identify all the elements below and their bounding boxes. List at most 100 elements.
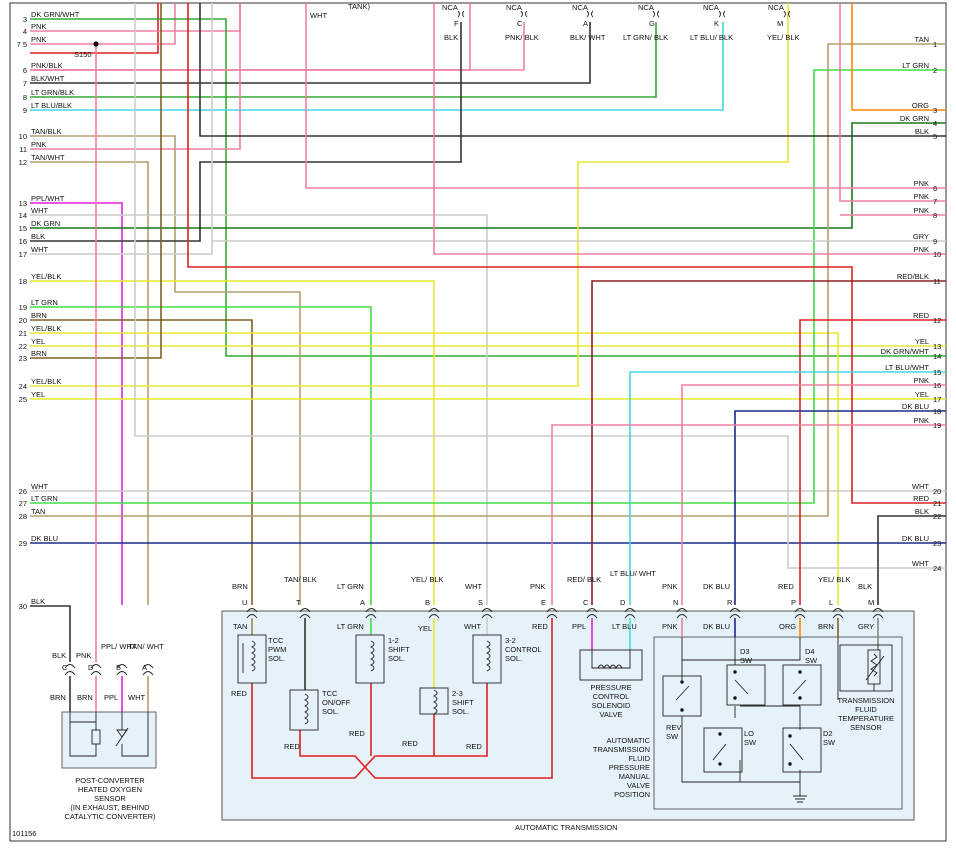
svg-text:M: M — [868, 598, 874, 607]
svg-text:F: F — [454, 19, 459, 28]
left-row-number: 25 — [19, 395, 27, 404]
svg-text:PPL: PPL — [572, 622, 586, 631]
svg-text:PNK/ BLK: PNK/ BLK — [505, 33, 539, 42]
splice-s150-label: S150 — [74, 50, 92, 59]
left-row-wire-color: DK BLU — [31, 534, 58, 543]
svg-text:YEL/ BLK: YEL/ BLK — [411, 575, 444, 584]
top-connector-nca-k: NCA K LT BLU/ BLK — [690, 3, 733, 42]
pin-connector-chevron — [794, 608, 806, 619]
left-row-number: 15 — [19, 224, 27, 233]
left-row-number: 7 — [23, 79, 27, 88]
right-row-wire-color: ORG — [912, 101, 929, 110]
right-row-wire-color: YEL — [915, 337, 929, 346]
left-row-number: 6 — [23, 66, 27, 75]
svg-text:NCA: NCA — [768, 3, 784, 12]
right-row-number: 20 — [933, 487, 941, 496]
right-row-number: 5 — [933, 132, 937, 141]
svg-text:WHT: WHT — [465, 582, 482, 591]
svg-text:B: B — [425, 598, 430, 607]
right-row-wire-color: PNK — [914, 206, 929, 215]
left-row-wire-color: PNK — [31, 35, 46, 44]
svg-text:B: B — [116, 663, 121, 672]
left-row-number: 28 — [19, 512, 27, 521]
svg-text:NCA: NCA — [703, 3, 719, 12]
right-row-number: 22 — [933, 512, 941, 521]
left-row-wire-color: LT GRN — [31, 494, 58, 503]
wire-layer — [30, 3, 946, 662]
left-row-wire-color: LT GRN — [31, 298, 58, 307]
left-row-wire-color: LT BLU/BLK — [31, 101, 72, 110]
svg-text:BRN: BRN — [818, 622, 834, 631]
left-row-wire-color: YEL/BLK — [31, 377, 61, 386]
left-row-number: 16 — [19, 237, 27, 246]
pin-connector-chevron — [832, 608, 844, 619]
left-row-number: 4 — [23, 27, 27, 36]
left-row-wire-color: DK GRN/WHT — [31, 10, 80, 19]
left-row-number: 17 — [19, 250, 27, 259]
left-row-number: 10 — [19, 132, 27, 141]
svg-text:BLK/ WHT: BLK/ WHT — [570, 33, 606, 42]
top-connector-nca-c: NCA C PNK/ BLK — [505, 3, 539, 42]
left-row-number: 24 — [19, 382, 27, 391]
right-row-number: 17 — [933, 395, 941, 404]
left-row-wire-color: YEL — [31, 390, 45, 399]
svg-text:U: U — [242, 598, 247, 607]
svg-text:BLK: BLK — [858, 582, 872, 591]
pin-connector-chevron — [299, 608, 311, 619]
svg-text:BLK: BLK — [52, 651, 66, 660]
svg-text:BLK: BLK — [444, 33, 458, 42]
svg-text:GRY: GRY — [858, 622, 874, 631]
top-connector-nca-f: NCA F BLK — [442, 3, 465, 42]
left-row-number: 22 — [19, 342, 27, 351]
right-row-wire-color: DK GRN — [900, 114, 929, 123]
right-row-wire-color: PNK — [914, 192, 929, 201]
left-row-number: 19 — [19, 303, 27, 312]
panel-wires — [251, 618, 879, 779]
svg-text:TAN/ BLK: TAN/ BLK — [284, 575, 317, 584]
right-row-number: 15 — [933, 368, 941, 377]
top-connector-nca-g: NCA G LT GRN/ BLK — [623, 3, 668, 42]
svg-text:LT GRN: LT GRN — [337, 582, 364, 591]
left-row-wire-color: TAN — [31, 507, 45, 516]
right-row-number: 18 — [933, 407, 941, 416]
svg-text:RED: RED — [466, 742, 482, 751]
right-row-wire-color: RED/BLK — [897, 272, 929, 281]
svg-text:ORG: ORG — [779, 622, 796, 631]
diagram-frame — [9, 2, 947, 842]
left-row-number: 12 — [19, 158, 27, 167]
svg-text:YEL/ BLK: YEL/ BLK — [767, 33, 800, 42]
left-row-wire-color: PNK/BLK — [31, 61, 63, 70]
svg-text:LT GRN/ BLK: LT GRN/ BLK — [623, 33, 668, 42]
svg-text:NCA: NCA — [506, 3, 522, 12]
right-row-wire-color: RED — [913, 494, 929, 503]
left-row-number: 27 — [19, 499, 27, 508]
left-row-number: 26 — [19, 487, 27, 496]
left-row-wire-color: BRN — [31, 349, 47, 358]
svg-text:BRN: BRN — [77, 693, 93, 702]
o2-pin-connector-chevron — [64, 664, 76, 676]
left-row-number: 18 — [19, 277, 27, 286]
left-row-number: 14 — [19, 211, 27, 220]
svg-text:YEL: YEL — [418, 624, 432, 633]
pin-connector-chevron — [624, 608, 636, 619]
pin-e-red-label: RED — [532, 622, 548, 631]
right-row-number: 7 — [933, 197, 937, 206]
svg-text:RED/ BLK: RED/ BLK — [567, 575, 601, 584]
top-connector-nca-a: NCA A BLK/ WHT — [570, 3, 606, 42]
splice-s150-dot — [93, 41, 99, 47]
pin-connector-chevron — [481, 608, 493, 619]
right-row-wire-color: DK BLU — [902, 402, 929, 411]
right-row-number: 3 — [933, 106, 937, 115]
svg-text:LT BLU/ WHT: LT BLU/ WHT — [610, 569, 656, 578]
left-row-number: 13 — [19, 199, 27, 208]
right-row-wire-color: PNK — [914, 245, 929, 254]
